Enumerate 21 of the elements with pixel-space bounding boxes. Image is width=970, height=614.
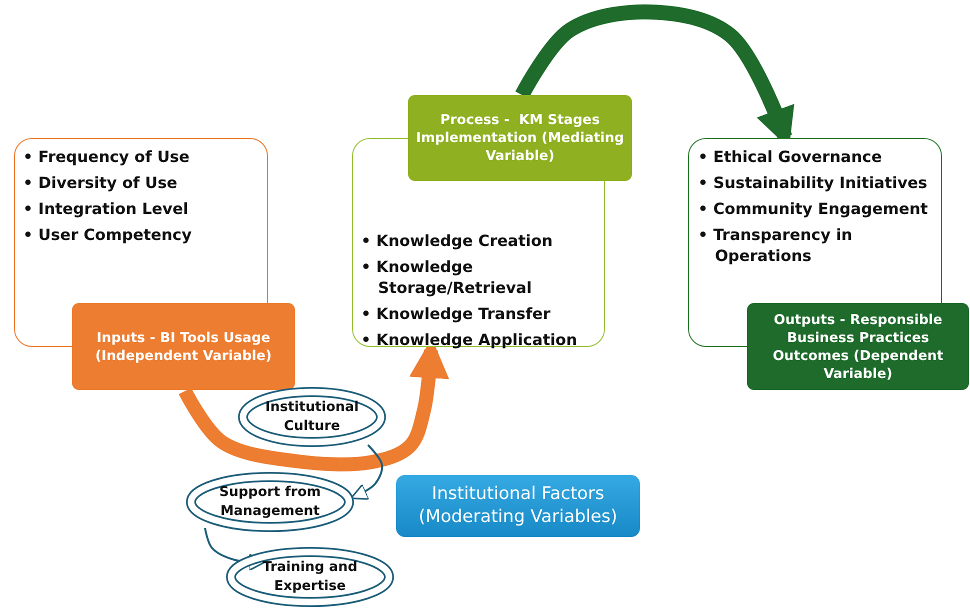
heading-label: Process - KM Stages Implementation (Mediating Variable) xyxy=(408,95,632,181)
loop-label: Institutional Culture xyxy=(264,398,360,436)
bullet-item: • Ethical Governance xyxy=(698,147,883,168)
bullet-item: • Diversity of Use xyxy=(23,173,178,194)
bullet-item: • Knowledge Storage/Retrieval xyxy=(361,257,533,299)
bullet-item: • Knowledge Application xyxy=(361,330,578,351)
arrow xyxy=(350,444,384,500)
bullet-item: • User Competency xyxy=(23,225,193,246)
bullet-item: • Frequency of Use xyxy=(23,147,191,168)
bullet-item: • Sustainability Initiatives xyxy=(698,173,928,194)
loop-label: Support from Management xyxy=(218,483,322,521)
bullet-item: • Transparency in Operations xyxy=(698,225,854,267)
bullet-item: • Knowledge Creation xyxy=(361,231,554,252)
heading-label: Outputs - Responsible Business Practices Outcomes (Dependent Variable) xyxy=(747,303,969,390)
arrow xyxy=(204,528,266,572)
loop-label: Training and Expertise xyxy=(262,558,358,596)
bullet-item: • Community Engagement xyxy=(698,199,929,220)
info-box: Institutional Factors (Moderating Variables) xyxy=(396,475,640,537)
heading-label: Inputs - BI Tools Usage (Independent Variable) xyxy=(72,303,295,390)
bullet-item: • Integration Level xyxy=(23,199,190,220)
bullet-item: • Knowledge Transfer xyxy=(361,304,552,325)
